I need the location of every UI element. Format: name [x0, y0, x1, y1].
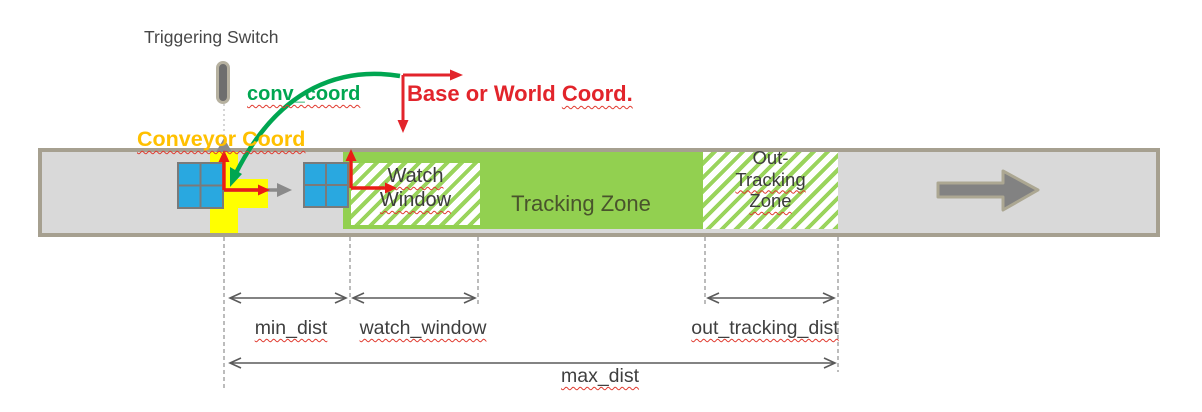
base-world-coord-label: Base or World Coord.	[407, 81, 633, 107]
out-tracking-line1: Out-	[752, 147, 789, 168]
triggering-switch-label: Triggering Switch	[144, 27, 279, 47]
out-tracking-line2: Tracking	[735, 168, 806, 190]
out-tracking-line3: Zone	[749, 190, 792, 211]
base-world-coord-word: Coord.	[561, 81, 633, 106]
tracking-zone-label: Tracking Zone	[511, 191, 651, 216]
triggering-switch-icon	[216, 61, 230, 104]
out-tracking-zone-area	[703, 152, 838, 229]
max-dist-label: max_dist	[560, 365, 640, 387]
out-tracking-dist-label: out_tracking_dist	[691, 317, 839, 339]
trigger-marker-yellow-step	[238, 179, 268, 208]
watch-window-line1: Watch	[387, 165, 444, 187]
base-world-coord-text: Base or World	[407, 81, 562, 106]
conveyor-coord-label: Conveyor Coord	[137, 127, 306, 151]
watch-window-line2: Window	[379, 189, 452, 211]
watch-window-zone-label: Watch Window	[351, 164, 480, 212]
dashed-guide-lines	[223, 237, 839, 389]
pallet-box-at-trigger	[177, 162, 224, 209]
pallet-box-at-watch-window	[303, 162, 349, 208]
min-dist-label: min_dist	[254, 317, 328, 339]
watch-window-dist-label: watch_window	[359, 317, 487, 339]
out-tracking-zone-label: Out- Tracking Zone	[703, 147, 838, 212]
conv-coord-label: conv_coord	[247, 83, 361, 105]
